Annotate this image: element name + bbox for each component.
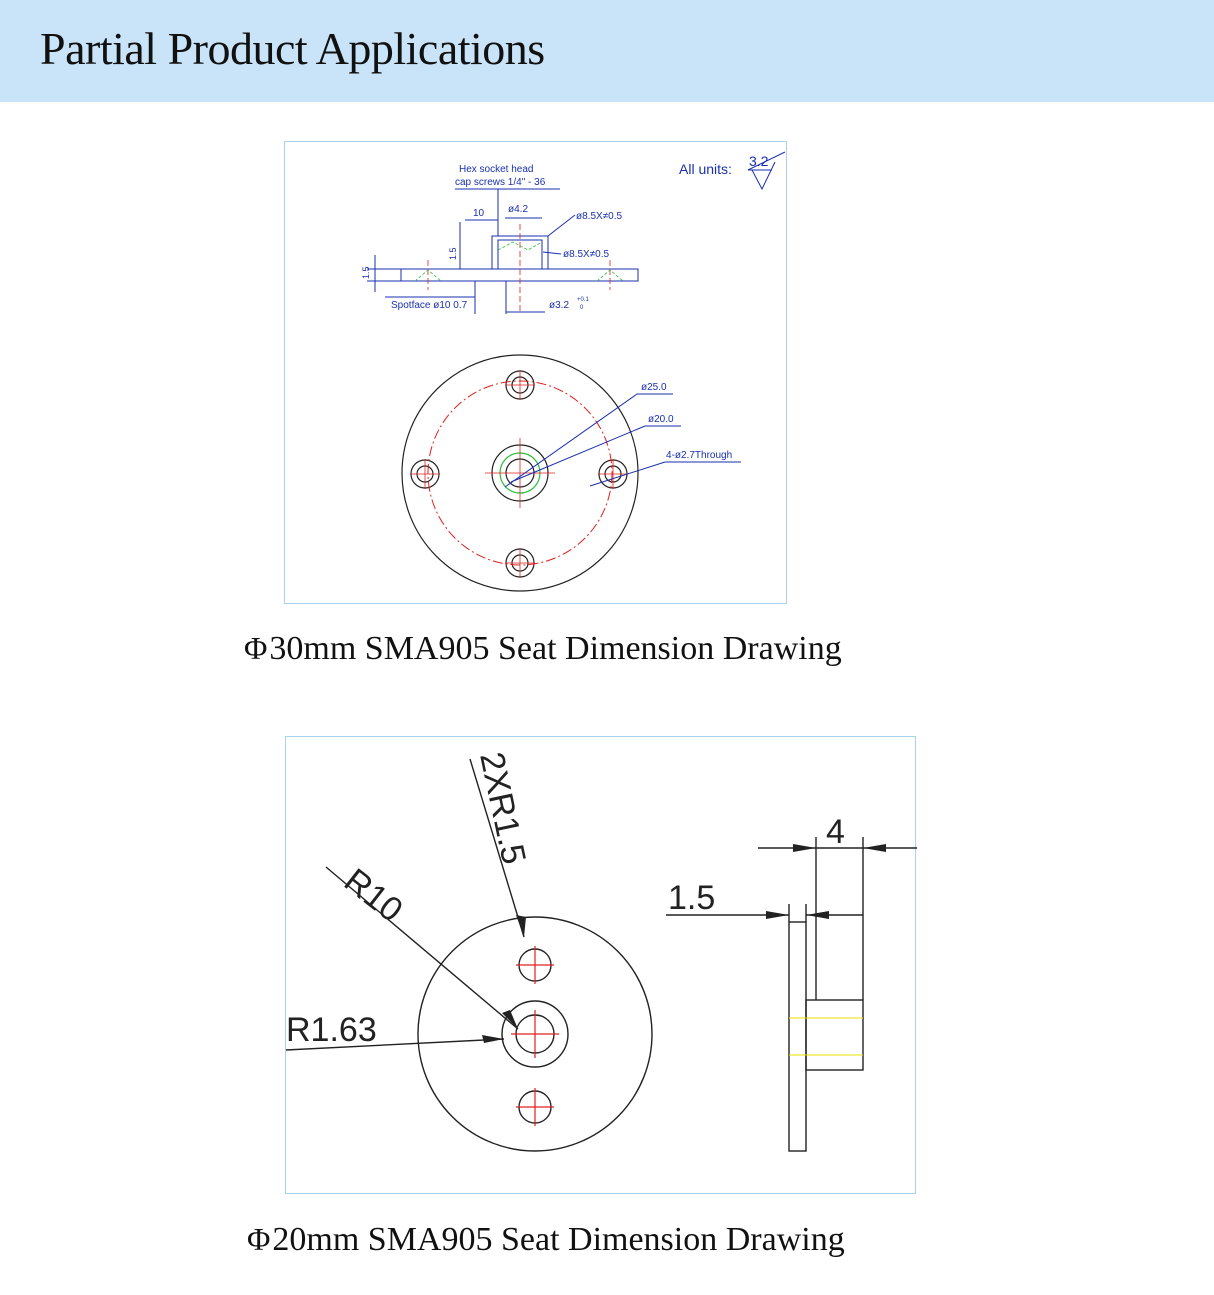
- units-label: All units:: [679, 161, 732, 177]
- outer-flange-circle: [401, 354, 639, 592]
- dim-10: 10: [473, 208, 485, 219]
- label-4: 4: [826, 813, 845, 851]
- drawing-30mm-caption: Φ30mm SMA905 Seat Dimension Drawing: [244, 630, 842, 668]
- spotface-label: Spotface ø10 0.7: [391, 300, 468, 311]
- phi-symbol-1: Φ: [244, 630, 268, 666]
- tolerance-zero: 0: [580, 305, 584, 311]
- hex-screw-label-1: Hex socket head: [459, 164, 534, 175]
- dim-d25: ø25.0: [641, 382, 667, 393]
- dim-d4-2: ø4.2: [508, 204, 528, 215]
- roughness-value: 3.2: [749, 153, 769, 169]
- dim-d8-5-top: ø8.5X≠0.5: [576, 211, 623, 222]
- drawing-20mm-caption: Φ20mm SMA905 Seat Dimension Drawing: [247, 1221, 845, 1259]
- drawing-30mm-svg: Hex socket head cap screws 1/4" - 36 All…: [361, 151, 786, 592]
- phi-symbol-2: Φ: [247, 1221, 271, 1257]
- label-2xr1-5: 2XR1.5: [472, 749, 533, 868]
- label-r10: R10: [337, 861, 410, 929]
- dim-d8-5-bottom: ø8.5X≠0.5: [563, 249, 610, 260]
- dim-1-5-left: 1.5: [361, 266, 371, 279]
- dim-1-5-mid: 1.5: [448, 247, 458, 260]
- label-r1-63: R1.63: [286, 1011, 377, 1049]
- drawing-20mm-caption-text: 20mm SMA905 Seat Dimension Drawing: [272, 1221, 845, 1258]
- drawing-30mm-caption-text: 30mm SMA905 Seat Dimension Drawing: [269, 630, 842, 667]
- label-1-5: 1.5: [668, 879, 715, 917]
- tolerance-plus: +0.1: [577, 297, 590, 303]
- dim-d20: ø20.0: [648, 414, 674, 425]
- hex-screw-label-2: cap screws 1/4" - 36: [455, 177, 546, 188]
- page-title: Partial Product Applications: [40, 23, 545, 74]
- page-header: Partial Product Applications: [0, 0, 1214, 102]
- dim-holes: 4-ø2.7Through: [666, 450, 732, 461]
- flange-circle: [417, 916, 653, 1152]
- dim-d3-2: ø3.2: [549, 300, 569, 311]
- drawing-20mm-svg: 2XR1.5 R10 R1.63 1.5 4: [286, 749, 917, 1152]
- drawing-20mm-panel: 2XR1.5 R10 R1.63 1.5 4: [285, 736, 917, 1194]
- drawing-30mm-panel: Hex socket head cap screws 1/4" - 36 All…: [284, 141, 787, 604]
